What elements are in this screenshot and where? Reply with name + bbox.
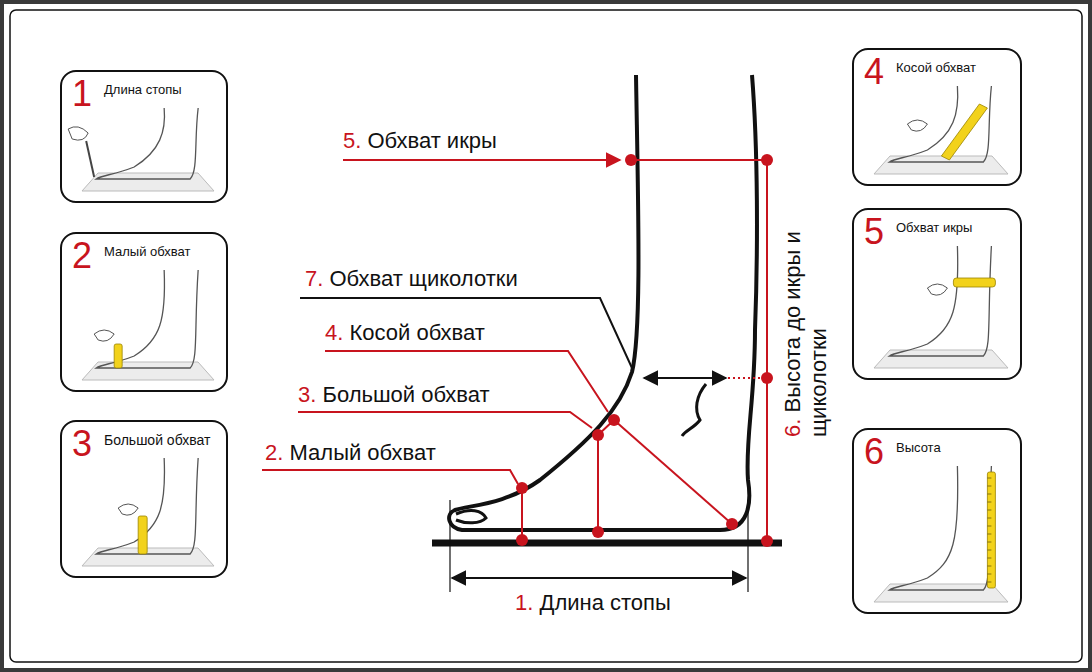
tape-tick <box>987 502 991 503</box>
measure-label: 5. Обхват икры <box>343 128 497 154</box>
hand-sketch <box>94 330 114 341</box>
tape-tick <box>987 478 991 479</box>
hand-sketch <box>927 284 947 295</box>
measuring-tape <box>987 472 995 588</box>
sheet: 1Длина стопы2Малый обхват3Большой обхват… <box>4 4 1088 668</box>
callout-number: 6 <box>864 432 884 472</box>
measure-label: 4. Косой обхват <box>325 320 485 346</box>
tape-tick <box>987 486 991 487</box>
measure-name: Косой обхват <box>349 320 484 345</box>
callout-number: 1 <box>72 74 92 114</box>
hand-sketch <box>68 127 88 140</box>
panel-caption: Высота <box>894 440 943 456</box>
callout-number: 4 <box>864 52 884 92</box>
panel-caption: Обхват икры <box>894 220 974 236</box>
measure-name: Высота до икры и щиколотки <box>780 231 831 437</box>
panel-caption: Длина стопы <box>102 82 184 98</box>
floor <box>82 548 214 566</box>
measure-label: 3. Большой обхват <box>298 382 490 408</box>
callout-number: 3 <box>72 424 92 464</box>
measure-label: 7. Обхват щиколотки <box>305 266 518 292</box>
measuring-tape <box>941 104 987 160</box>
leg-sketch <box>889 466 991 590</box>
leg-sketch <box>96 458 198 554</box>
callout-number: 5 <box>864 212 884 252</box>
tape-tick <box>987 542 991 543</box>
instruction-panel: 6 Высота <box>852 428 1022 614</box>
tape-tick <box>987 550 991 551</box>
floor <box>874 156 1008 174</box>
floor <box>82 362 214 380</box>
callout-number: 7. <box>305 266 323 291</box>
measure-name: Обхват икры <box>367 128 496 153</box>
tape-tick <box>987 518 991 519</box>
floor <box>82 173 214 191</box>
instruction-panel: 2 Малый обхват <box>60 232 228 392</box>
callout-number: 4. <box>325 320 343 345</box>
panel-caption: Малый обхват <box>102 244 192 260</box>
callout-number: 6. <box>780 419 805 437</box>
callout-number: 2 <box>72 236 92 276</box>
measure-label: 2. Малый обхват <box>265 440 436 466</box>
leg-sketch <box>96 270 198 368</box>
hand-sketch <box>907 120 927 131</box>
callout-number: 1. <box>515 590 533 615</box>
tape-tick <box>987 494 991 495</box>
callout-number: 5. <box>343 128 361 153</box>
tape-tick <box>987 566 991 567</box>
tape-tick <box>987 574 991 575</box>
measuring-tape <box>138 516 147 554</box>
tape-tick <box>987 558 991 559</box>
illustration <box>4 4 1088 668</box>
measure-name: Малый обхват <box>289 440 435 465</box>
callout-number: 3. <box>298 382 316 407</box>
measure-label: 6. Высота до икры и щиколотки <box>780 207 832 437</box>
tape-tick <box>987 582 991 583</box>
pencil <box>86 141 94 177</box>
callout-number: 2. <box>265 440 283 465</box>
measure-name: Длина стопы <box>539 590 670 615</box>
instruction-panel: 3 Большой обхват <box>60 420 228 578</box>
measure-name: Большой обхват <box>322 382 489 407</box>
floor <box>874 350 1008 368</box>
leg-sketch <box>889 246 991 356</box>
tape-tick <box>987 510 991 511</box>
measuring-tape <box>114 344 122 368</box>
hand-sketch <box>118 504 138 515</box>
tape-tick <box>987 534 991 535</box>
measure-label: 1. Длина стопы <box>515 590 671 616</box>
panel-caption: Большой обхват <box>102 432 212 448</box>
measure-name: Обхват щиколотки <box>329 266 517 291</box>
instruction-panel: 5 Обхват икры <box>852 208 1022 380</box>
measuring-tape <box>953 278 995 287</box>
leg-sketch <box>889 86 991 162</box>
instruction-panel: 1 Длина стопы <box>60 70 228 203</box>
leg-sketch <box>96 108 198 179</box>
panel-caption: Косой обхват <box>894 60 978 76</box>
tape-tick <box>987 526 991 527</box>
instruction-panel: 4 Косой обхват <box>852 48 1022 186</box>
